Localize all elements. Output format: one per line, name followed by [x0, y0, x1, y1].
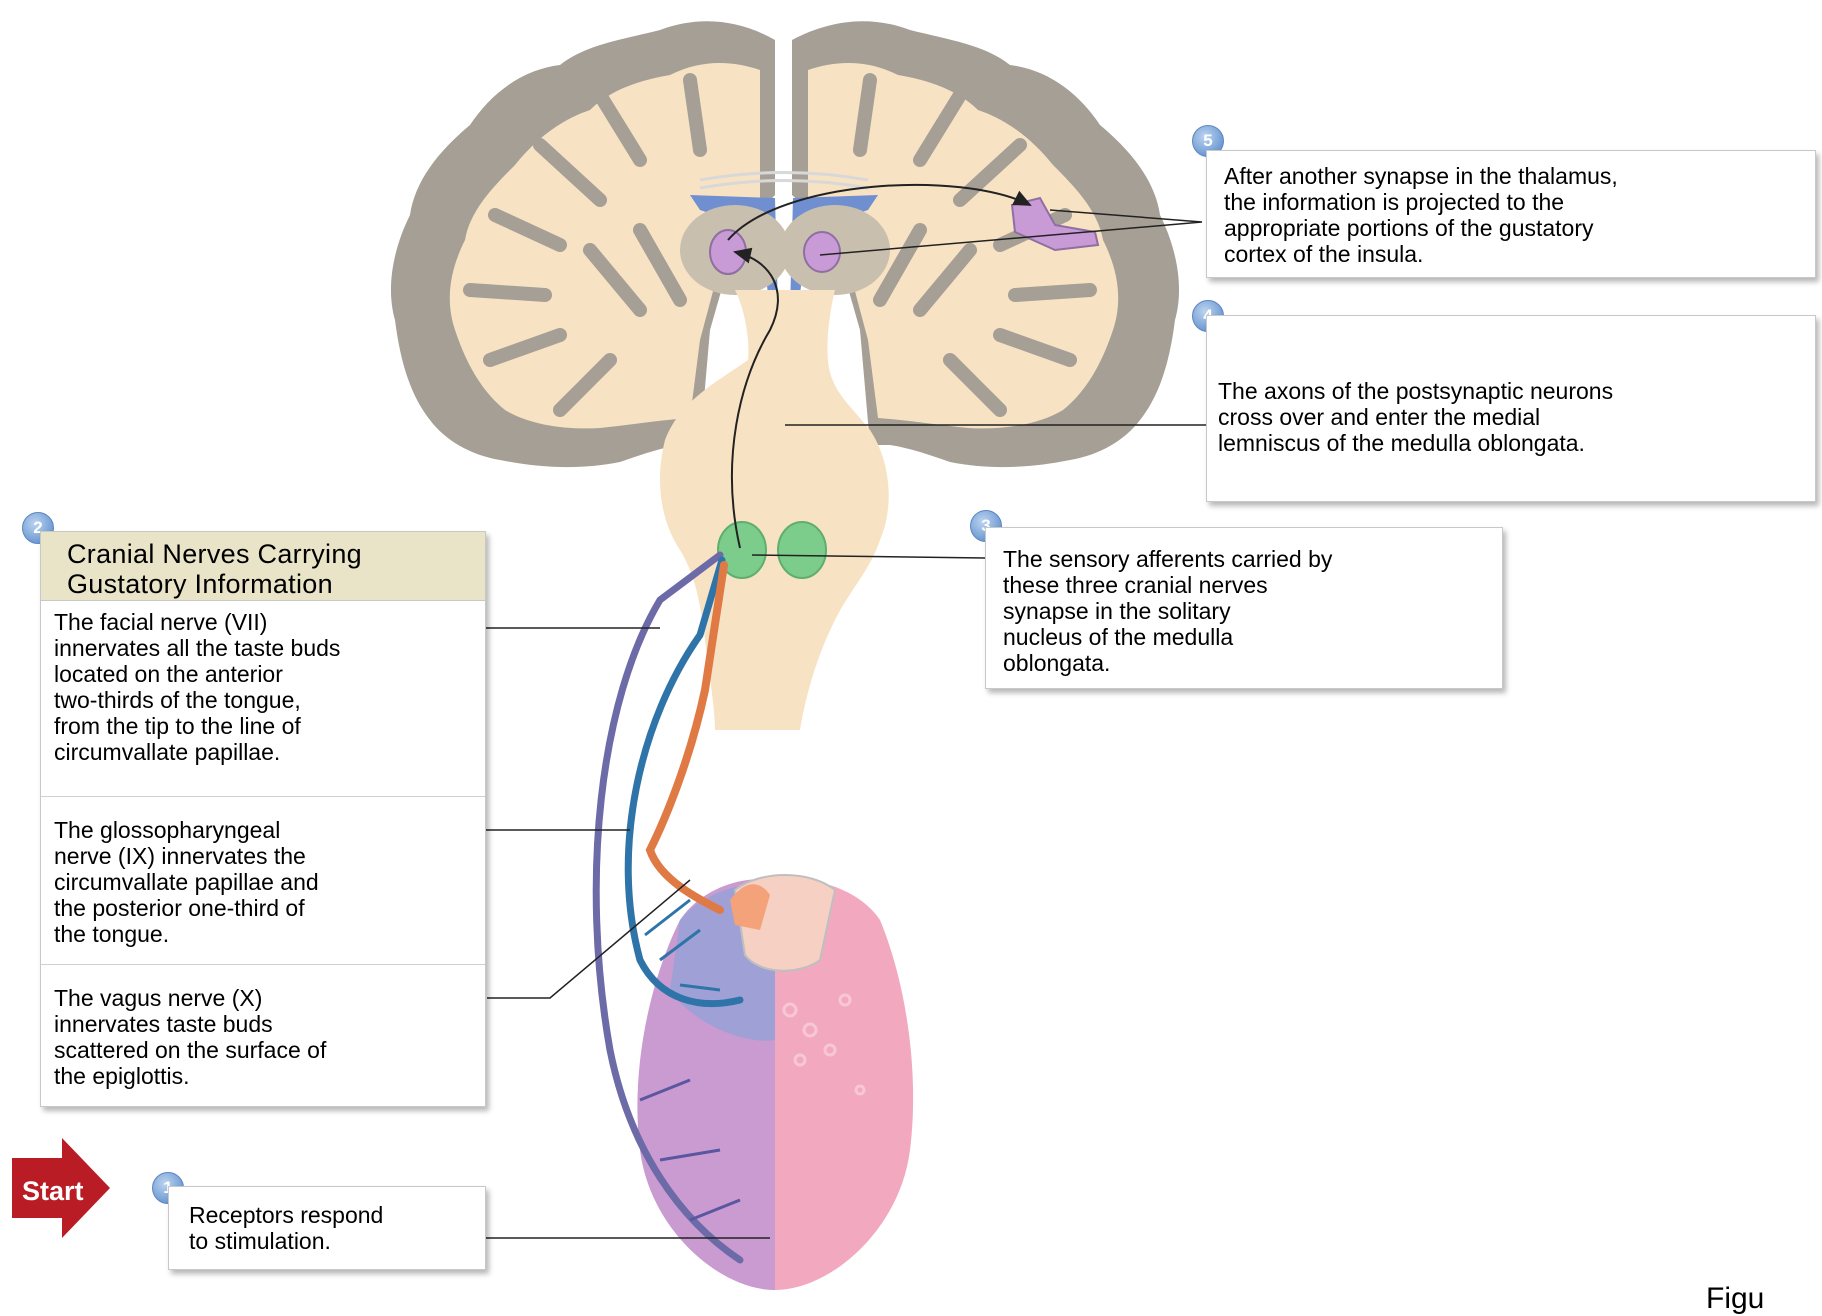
vagus-nerve-text: The vagus nerve (X) innervates taste bud… [54, 985, 326, 1089]
cranial-nerves-box: Cranial Nerves Carrying Gustatory Inform… [40, 531, 486, 1107]
cranial-nerves-title: Cranial Nerves Carrying Gustatory Inform… [67, 539, 362, 599]
step1-text: Receptors respond to stimulation. [189, 1202, 383, 1254]
step4-text: The axons of the postsynaptic neurons cr… [1218, 378, 1613, 456]
cranial-nerves-header: Cranial Nerves Carrying Gustatory Inform… [41, 532, 485, 601]
vagus-nerve-cell: The vagus nerve (X) innervates taste bud… [41, 964, 485, 1109]
right-thalamic-nucleus [804, 232, 840, 272]
step4-callout: The axons of the postsynaptic neurons cr… [1206, 315, 1816, 502]
vagus-nerve-line [650, 565, 724, 910]
left-thalamic-nucleus [710, 230, 746, 274]
facial-nerve-text: The facial nerve (VII) innervates all th… [54, 609, 340, 765]
step3-callout: The sensory afferents carried by these t… [985, 527, 1503, 689]
solitary-nucleus-right [778, 522, 826, 578]
glossopharyngeal-nerve-cell: The glossopharyngeal nerve (IX) innervat… [41, 796, 485, 965]
tongue [637, 875, 913, 1290]
glossopharyngeal-nerve-text: The glossopharyngeal nerve (IX) innervat… [54, 817, 319, 947]
step1-callout: Receptors respond to stimulation. [168, 1186, 486, 1270]
figure-label-fragment: Figu [1706, 1282, 1764, 1316]
step3-text: The sensory afferents carried by these t… [1003, 546, 1332, 676]
start-label: Start [22, 1176, 84, 1207]
step5-callout: After another synapse in the thalamus, t… [1206, 150, 1816, 278]
facial-nerve-cell: The facial nerve (VII) innervates all th… [41, 600, 485, 728]
step5-text: After another synapse in the thalamus, t… [1224, 163, 1618, 267]
